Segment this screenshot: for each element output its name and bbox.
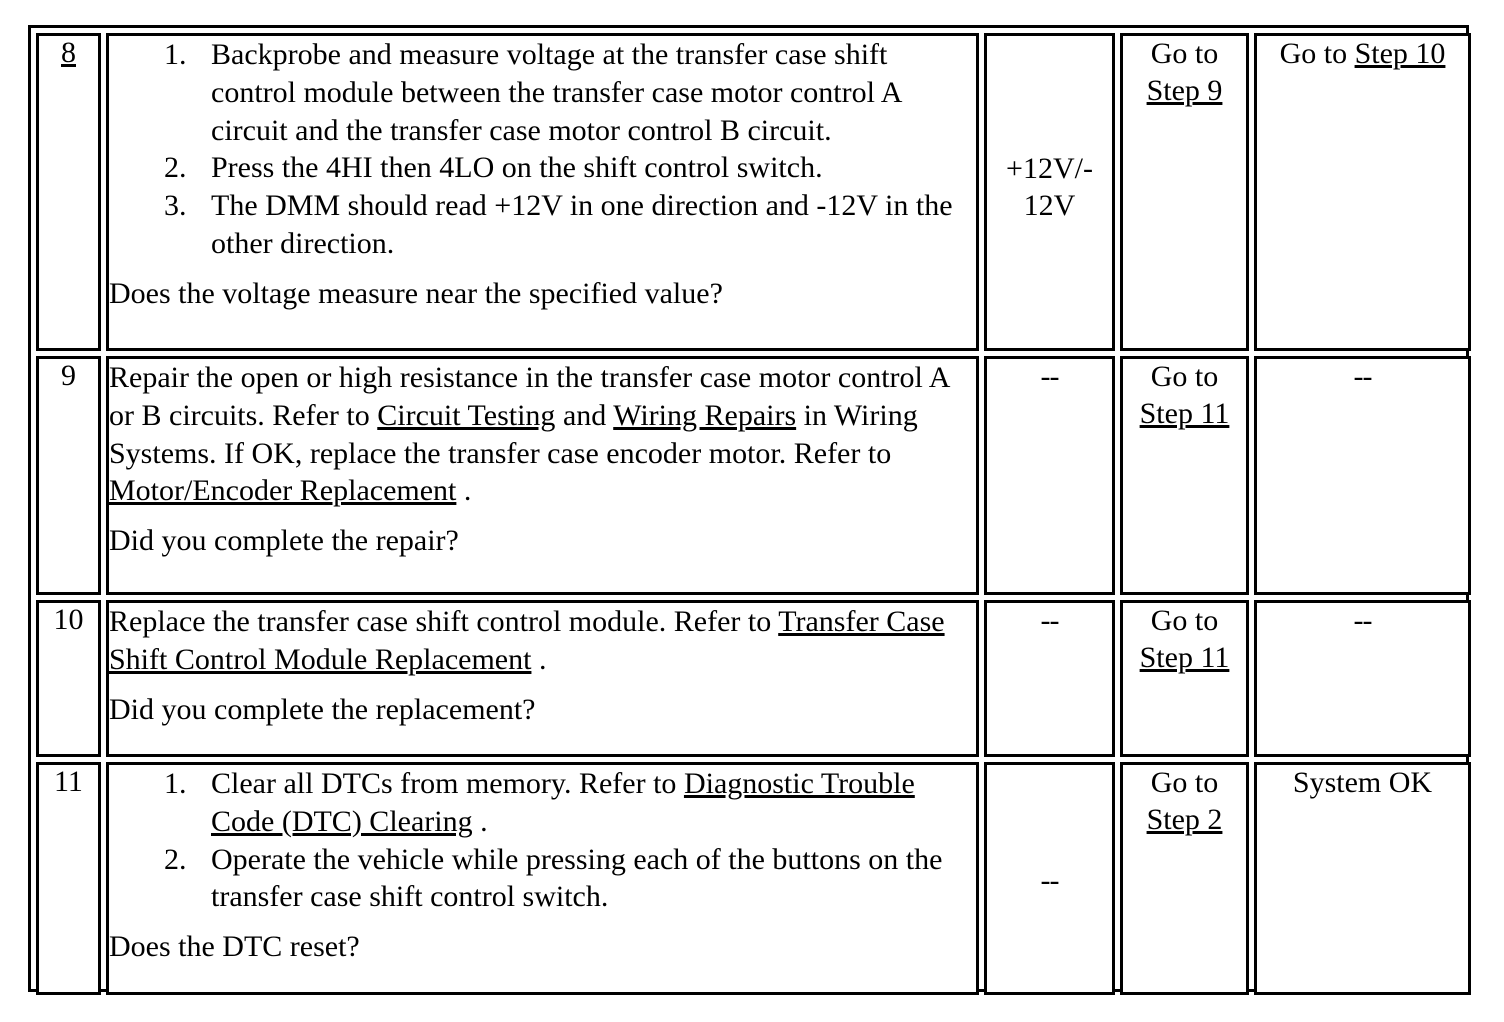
table-row: 9 Repair the open or high resistance in … [36, 356, 1471, 595]
reference-link[interactable]: Motor/Encoder Replacement [109, 474, 457, 508]
text-run: Clear all DTCs from memory. Refer to [211, 767, 684, 800]
step-link[interactable]: Step 10 [1354, 37, 1446, 70]
value-text: -- [1040, 604, 1060, 637]
no-cell-9: -- [1254, 356, 1471, 595]
action-question: Does the DTC reset? [109, 930, 360, 964]
step-number-cell-10: 10 [36, 600, 101, 757]
list-item: Clear all DTCs from memory. Refer to Dia… [109, 765, 976, 841]
step-link[interactable]: Step 2 [1146, 802, 1223, 836]
reference-link[interactable]: Wiring Repairs [613, 398, 797, 432]
text-run: . [472, 804, 488, 838]
spacer [109, 916, 976, 928]
value-text: -- [1040, 864, 1060, 897]
step-number-cell-11: 11 [36, 762, 101, 995]
yes-cell-11: Go to Step 2 [1120, 762, 1249, 995]
no-text: System OK [1292, 766, 1433, 799]
action-question: Does the voltage measure near the specif… [109, 276, 723, 310]
spacer [109, 263, 976, 275]
reference-link[interactable]: Transfer Case Shift Control Module Repla… [109, 605, 945, 676]
text-run: Repair the open or high resistance in th… [109, 361, 949, 432]
no-text: -- [1353, 604, 1373, 637]
list-item: Backprobe and measure voltage at the tra… [109, 36, 976, 149]
yes-goto: Go to Step 9 [1123, 36, 1246, 113]
action-cell-11: Clear all DTCs from memory. Refer to Dia… [106, 762, 979, 995]
step-link[interactable]: Step 9 [1146, 73, 1223, 107]
action-step-list: Backprobe and measure voltage at the tra… [109, 36, 976, 263]
text-run: . [456, 474, 472, 508]
yes-cell-10: Go to Step 11 [1120, 600, 1249, 757]
step-link[interactable]: Step 11 [1139, 640, 1230, 674]
action-step-list: Clear all DTCs from memory. Refer to Dia… [109, 765, 976, 916]
spacer [109, 679, 976, 691]
action-cell-9: Repair the open or high resistance in th… [106, 356, 979, 595]
list-item-text: Backprobe and measure voltage at the tra… [211, 38, 901, 147]
spacer [109, 510, 976, 522]
no-cell-10: -- [1254, 600, 1471, 757]
value-cell-10: -- [984, 600, 1115, 757]
value-cell-9: -- [984, 356, 1115, 595]
no-cell-8: Go to Step 10 [1254, 33, 1471, 351]
step-number: 11 [54, 765, 83, 798]
action-question: Did you complete the replacement? [109, 692, 536, 726]
text-run: in Wiring Systems. If OK, replace the tr… [109, 398, 918, 470]
reference-link[interactable]: Diagnostic Trouble Code (DTC) Clearing [211, 767, 915, 838]
action-cell-8: Backprobe and measure voltage at the tra… [106, 33, 979, 351]
yes-goto: Go to Step 2 [1123, 765, 1246, 842]
goto-prefix: Go to [1150, 766, 1219, 799]
list-item: Operate the vehicle while pressing each … [109, 841, 976, 917]
yes-goto: Go to Step 11 [1123, 603, 1246, 680]
list-item-text: The DMM should read +12V in one directio… [211, 189, 953, 260]
action-paragraph: Repair the open or high resistance in th… [109, 359, 976, 510]
no-text: -- [1353, 360, 1373, 393]
value-text: -- [1040, 360, 1060, 393]
value-cell-11: -- [984, 762, 1115, 995]
diagnostic-procedure-table: 8 Backprobe and measure voltage at the t… [31, 28, 1476, 1000]
text-run: Replace the transfer case shift control … [109, 605, 779, 638]
table-row: 11 Clear all DTCs from memory. Refer to … [36, 762, 1471, 995]
value-text: +12V/-12V [1006, 152, 1093, 222]
goto-prefix: Go to [1150, 360, 1219, 393]
step-number: 9 [61, 359, 76, 392]
list-item-text: Press the 4HI then 4LO on the shift cont… [211, 151, 823, 185]
step-number-cell-8: 8 [36, 33, 101, 351]
reference-link[interactable]: Circuit Testing [377, 398, 556, 432]
yes-cell-9: Go to Step 11 [1120, 356, 1249, 595]
table-row: 8 Backprobe and measure voltage at the t… [36, 33, 1471, 351]
step-number: 10 [53, 603, 84, 636]
step-number-cell-9: 9 [36, 356, 101, 595]
goto-prefix: Go to [1279, 37, 1355, 70]
goto-prefix: Go to [1150, 37, 1219, 70]
text-run: Operate the vehicle while pressing each … [211, 842, 943, 914]
step-number: 8 [61, 36, 76, 69]
list-item: The DMM should read +12V in one directio… [109, 187, 976, 263]
value-cell-8: +12V/-12V [984, 33, 1115, 351]
no-goto: Go to Step 10 [1257, 36, 1468, 77]
table-row: 10 Replace the transfer case shift contr… [36, 600, 1471, 757]
yes-cell-8: Go to Step 9 [1120, 33, 1249, 351]
yes-goto: Go to Step 11 [1123, 359, 1246, 436]
action-paragraph: Replace the transfer case shift control … [109, 603, 976, 679]
action-question: Did you complete the repair? [109, 524, 459, 558]
list-item: Press the 4HI then 4LO on the shift cont… [109, 149, 976, 187]
step-link[interactable]: Step 11 [1139, 396, 1230, 430]
goto-prefix: Go to [1150, 604, 1219, 637]
action-cell-10: Replace the transfer case shift control … [106, 600, 979, 757]
no-cell-11: System OK [1254, 762, 1471, 995]
text-run: . [531, 642, 547, 676]
text-run: and [555, 398, 614, 432]
